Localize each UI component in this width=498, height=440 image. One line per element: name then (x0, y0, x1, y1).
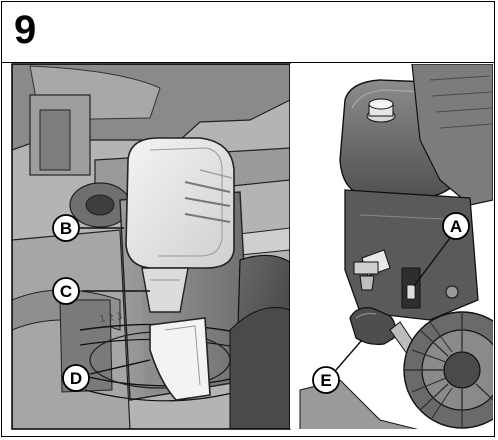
callout-leader-a (413, 237, 451, 287)
recoil-starter (403, 311, 493, 429)
callout-leader-e (335, 339, 363, 371)
figure-number: 9 (14, 8, 37, 52)
callout-d: D (62, 364, 90, 392)
callout-d-label: D (70, 369, 82, 388)
fuel-valve-knob (125, 137, 235, 269)
callout-a-label: A (450, 217, 462, 236)
callout-c: C (52, 277, 80, 305)
callout-b: B (52, 214, 80, 242)
svg-text:1 2 3: 1 2 3 (99, 312, 123, 325)
callout-a: A (442, 212, 470, 240)
callout-b-label: B (60, 219, 72, 238)
callout-c-label: C (60, 282, 72, 301)
header-divider (2, 62, 494, 63)
callout-e-label: E (320, 371, 331, 390)
fuel-shutoff-lever (149, 317, 211, 401)
callout-e: E (312, 366, 340, 394)
callout-leader-d (89, 359, 151, 375)
detail-view: 1 2 3 (12, 64, 290, 429)
engine-overview (290, 64, 493, 429)
